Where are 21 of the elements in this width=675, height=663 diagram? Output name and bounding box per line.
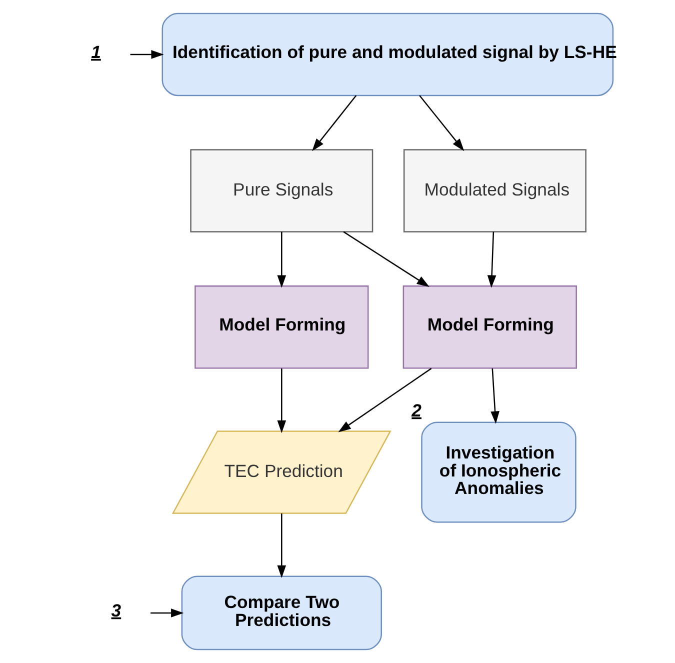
node-text: 1 xyxy=(91,42,101,62)
node-box: Compare Two Predictions xyxy=(181,576,382,650)
arrow xyxy=(277,513,286,578)
node-box: Model Forming xyxy=(194,285,369,369)
node-label: 2 xyxy=(412,400,422,420)
arrow xyxy=(419,95,464,152)
arrow xyxy=(343,231,430,287)
node-box: Model Forming xyxy=(402,285,577,369)
arrow xyxy=(487,232,496,288)
node-box: Pure Signals xyxy=(190,149,374,232)
node-box: Investigation of Ionospheric Anomalies xyxy=(421,422,576,523)
node-box: Modulated Signals xyxy=(403,149,586,232)
arrow xyxy=(277,232,286,288)
arrow xyxy=(277,368,286,434)
arrow xyxy=(338,368,432,432)
node-box: Identification of pure and modulated signal by LS-HE xyxy=(162,12,614,96)
arrow xyxy=(490,368,500,424)
arrow xyxy=(130,50,164,59)
node-text: 3 xyxy=(111,600,122,620)
arrow xyxy=(150,608,184,618)
arrow xyxy=(312,95,357,152)
